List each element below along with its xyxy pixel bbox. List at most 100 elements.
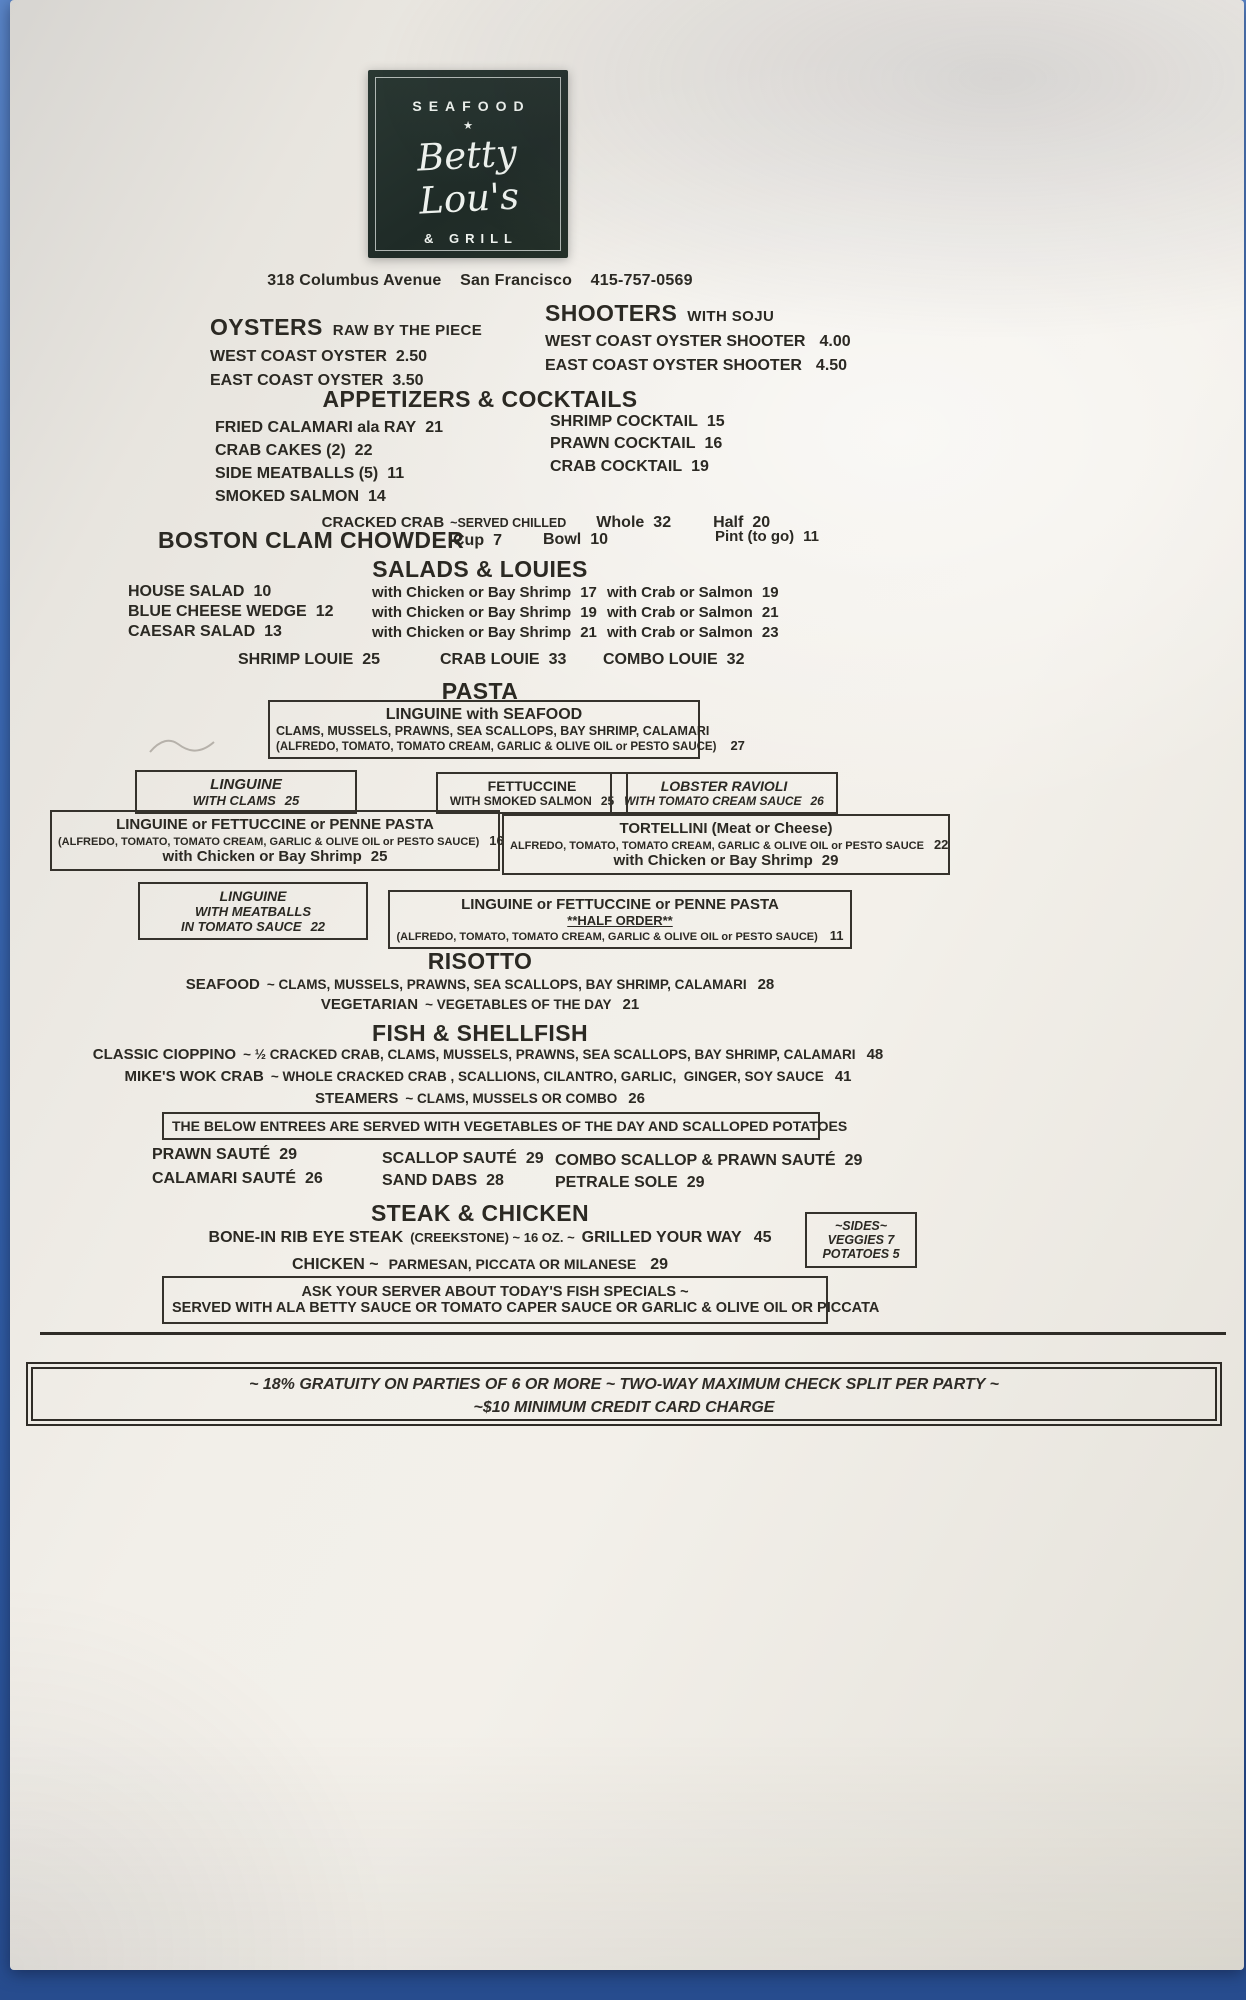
item-name: EAST COAST OYSTER SHOOTER <box>545 357 802 374</box>
shooters-title: SHOOTERS <box>545 300 678 326</box>
item-desc: CLAMS, MUSSELS, PRAWNS, SEA SCALLOPS, BA… <box>276 724 710 738</box>
menu-item-crab-cakes: CRAB CAKES (2) 22 <box>215 442 372 460</box>
option-price: 21 <box>761 604 779 621</box>
specials-line2: SERVED WITH ALA BETTY SAUCE OR TOMATO CA… <box>172 1300 880 1316</box>
menu-item-shrimp-louie: SHRIMP LOUIE 25 <box>238 651 380 669</box>
item-price: 33 <box>548 651 567 668</box>
item-detail: (CREEKSTONE) ~ 16 OZ. ~ <box>410 1230 575 1245</box>
item-price: 4.50 <box>815 357 848 374</box>
option-price: 23 <box>761 624 779 641</box>
option-label: with Chicken or Bay Shrimp <box>372 584 572 601</box>
menu-item-east-coast-shooter: EAST COAST OYSTER SHOOTER 4.50 <box>545 357 847 375</box>
oysters-subtitle: RAW BY THE PIECE <box>332 322 483 339</box>
option-price: 19 <box>761 584 779 601</box>
addon-text: with Chicken or Bay Shrimp <box>162 848 362 865</box>
item-price: 15 <box>706 413 725 430</box>
item-price: 48 <box>866 1046 884 1063</box>
item-name: STEAMERS <box>315 1090 399 1107</box>
option-price: 11 <box>803 528 819 545</box>
item-name: CRACKED CRAB <box>321 514 445 531</box>
item-name: COMBO SCALLOP & PRAWN SAUTÉ <box>555 1152 836 1169</box>
item-price: 22 <box>354 442 373 459</box>
divider-line <box>40 1332 1226 1335</box>
item-price: 10 <box>253 583 272 600</box>
item-desc: ~ CLAMS, MUSSELS OR COMBO <box>405 1091 618 1106</box>
item-name: MIKE'S WOK CRAB <box>124 1068 264 1085</box>
item-name: HOUSE SALAD <box>128 583 245 600</box>
gratuity-notice-box: ~ 18% GRATUITY ON PARTIES OF 6 OR MORE ~… <box>26 1362 1222 1426</box>
item-price: 41 <box>834 1068 852 1085</box>
item-name: LINGUINE or FETTUCCINE or PENNE PASTA <box>461 896 779 913</box>
item-name: PRAWN COCKTAIL <box>550 435 696 452</box>
option-label: Pint (to go) <box>715 528 795 545</box>
item-price: 16 <box>489 833 504 848</box>
sides-veggies: VEGGIES 7 <box>827 1233 895 1247</box>
logo-grill-text: & GRILL <box>424 231 518 246</box>
pencil-scribble <box>149 739 215 753</box>
item-sauces: ALFREDO, TOMATO, TOMATO CREAM, GARLIC & … <box>510 837 948 852</box>
item-name: WEST COAST OYSTER SHOOTER <box>545 333 806 350</box>
option-label: with Chicken or Bay Shrimp <box>372 604 572 621</box>
item-price: 29 <box>650 1256 669 1273</box>
item-name: CRAB COCKTAIL <box>550 458 683 475</box>
gratuity-inner-border <box>31 1367 1217 1421</box>
option-label: with Chicken or Bay Shrimp <box>372 624 572 641</box>
item-price: 16 <box>704 435 723 452</box>
section-title-steak: STEAK & CHICKEN <box>370 1200 590 1226</box>
option-label: Bowl <box>543 531 582 548</box>
section-title-risotto: RISOTTO <box>427 948 533 974</box>
restaurant-logo: SEAFOOD ★ Betty Lou's & GRILL <box>368 70 568 258</box>
item-sauces: (ALFREDO, TOMATO, TOMATO CREAM, GARLIC &… <box>396 928 844 943</box>
option-price: 21 <box>580 624 597 641</box>
whole-price: 32 <box>653 514 672 531</box>
item-price: 11 <box>829 928 844 943</box>
desc-text: IN TOMATO SAUCE <box>180 919 302 934</box>
menu-item-steamers: STEAMERS ~ CLAMS, MUSSELS OR COMBO 26 <box>315 1090 645 1108</box>
sauce-list: (ALFREDO, TOMATO, TOMATO CREAM, GARLIC &… <box>276 741 717 753</box>
section-title-appetizers: APPETIZERS & COCKTAILS <box>322 386 638 412</box>
fish-specials-box: ASK YOUR SERVER ABOUT TODAY'S FISH SPECI… <box>162 1276 880 1324</box>
pasta-box-half-order: LINGUINE or FETTUCCINE or PENNE PASTA **… <box>388 890 852 949</box>
section-title-fish: FISH & SHELLFISH <box>372 1020 588 1046</box>
item-price: 26 <box>628 1090 645 1107</box>
item-price: 29 <box>279 1146 298 1163</box>
item-name: PRAWN SAUTÉ <box>152 1146 271 1163</box>
item-price: 45 <box>753 1229 772 1246</box>
item-name: FRIED CALAMARI ala RAY <box>215 419 417 436</box>
menu-item-prawn-saute: PRAWN SAUTÉ 29 <box>152 1146 297 1164</box>
sides-potatoes: POTATOES 5 <box>822 1247 900 1261</box>
menu-item-wok-crab: MIKE'S WOK CRAB ~ WHOLE CRACKED CRAB , SC… <box>125 1068 852 1086</box>
item-name: SHRIMP LOUIE <box>238 651 354 668</box>
item-price: 25 <box>362 651 381 668</box>
item-name: CRAB CAKES (2) <box>215 442 346 459</box>
star-icon: ★ <box>463 120 473 132</box>
item-desc: ~ WHOLE CRACKED CRAB , SCALLIONS, CILANT… <box>270 1069 824 1084</box>
option-label: Cup <box>453 532 485 549</box>
specials-line1: ASK YOUR SERVER ABOUT TODAY'S FISH SPECI… <box>301 1284 689 1300</box>
menu-paper: SEAFOOD ★ Betty Lou's & GRILL 318 Columb… <box>10 0 1244 1970</box>
item-price: 11 <box>387 465 405 482</box>
item-desc: ~ ½ CRACKED CRAB, CLAMS, MUSSELS, PRAWNS… <box>243 1047 856 1062</box>
item-price: 3.50 <box>392 372 424 389</box>
shooters-subtitle: WITH SOJU <box>687 308 775 325</box>
section-title-chowder: BOSTON CLAM CHOWDER <box>158 527 465 553</box>
item-desc: WITH MEATBALLS <box>194 904 312 919</box>
item-name: SAND DABS <box>382 1172 478 1189</box>
item-price: 19 <box>691 458 709 475</box>
